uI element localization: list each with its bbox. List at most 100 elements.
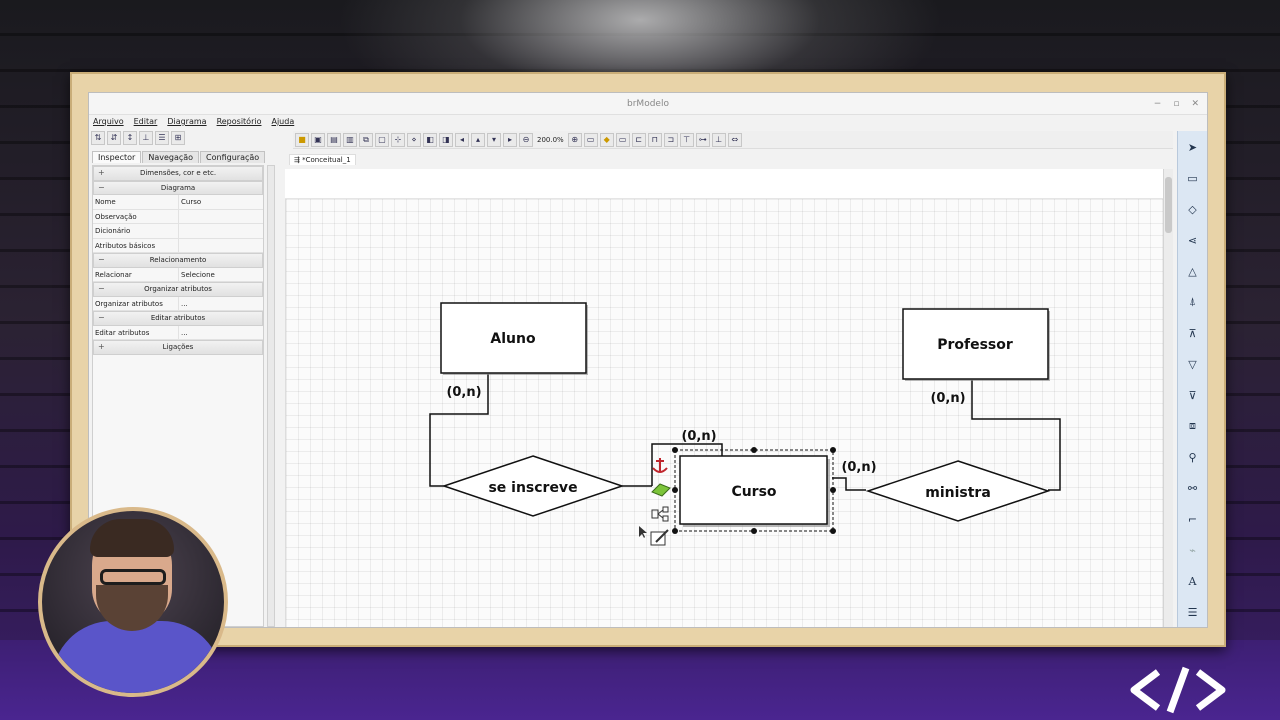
canvas-vertical-scrollbar[interactable] <box>1163 169 1173 627</box>
specialization-partial-icon[interactable]: ⊼ <box>1188 326 1197 340</box>
attribute-icon[interactable]: ⚲ <box>1188 450 1197 464</box>
zoom-in-icon[interactable]: ⊕ <box>567 132 582 147</box>
print-icon[interactable]: ▥ <box>343 132 357 147</box>
property-value[interactable]: ... <box>181 299 188 308</box>
inspector-property-row[interactable]: Atributos básicos <box>93 238 263 253</box>
diagram-canvas[interactable] <box>285 199 1163 627</box>
send-back-icon[interactable]: ◨ <box>439 132 453 147</box>
associative-entity-icon[interactable]: ⧈ <box>1189 419 1196 432</box>
self-relationship-icon[interactable]: ⋖ <box>1187 233 1198 247</box>
pin-icon[interactable]: ⊥ <box>139 131 153 145</box>
format-2-icon[interactable]: ▭ <box>615 132 630 147</box>
relationship-se-inscreve[interactable]: se inscreve <box>441 455 625 517</box>
collapse-icon[interactable]: − <box>98 255 105 264</box>
menu-arquivo[interactable]: Arquivo <box>93 117 124 126</box>
specialization-exclusive-icon[interactable]: ⍋ <box>1189 295 1196 308</box>
inspector-section[interactable]: −Diagrama <box>93 180 263 195</box>
tab-inspector[interactable]: Inspector <box>92 151 142 163</box>
expand-all-icon[interactable]: ⇅ <box>91 131 105 145</box>
entity-aluno[interactable]: Aluno <box>440 302 588 375</box>
entity-professor[interactable]: Professor <box>902 308 1050 381</box>
entity-icon[interactable]: ▭ <box>1187 171 1198 185</box>
minimize-button[interactable]: − <box>1153 99 1162 109</box>
relationship-ministra[interactable]: ministra <box>865 460 1051 522</box>
copy-icon[interactable]: ⧉ <box>359 132 373 147</box>
last-icon[interactable]: ▸ <box>503 132 517 147</box>
property-value[interactable] <box>179 239 263 253</box>
align-top-icon[interactable]: ⊤ <box>679 132 694 147</box>
inspector-section[interactable]: −Editar atributos <box>93 311 263 326</box>
paste-icon[interactable]: ▢ <box>375 132 389 147</box>
collapse-icon[interactable]: − <box>98 182 105 192</box>
align-bottom-icon[interactable]: ⊥ <box>711 132 726 147</box>
zoom-fit-icon[interactable]: ▭ <box>583 132 598 147</box>
relationship-ministra-label: ministra <box>925 485 991 501</box>
align-left-icon[interactable]: ⊏ <box>631 132 646 147</box>
tab-navegacao[interactable]: Navegação <box>142 151 200 163</box>
save-as-icon[interactable]: ▤ <box>327 132 341 147</box>
cardinality-aluno[interactable]: (0,n) <box>446 385 481 400</box>
inspector-property-row[interactable]: Observação <box>93 209 263 224</box>
tree-icon[interactable]: ☰ <box>155 131 169 145</box>
first-icon[interactable]: ◂ <box>455 132 469 147</box>
align-middle-icon[interactable]: ⊶ <box>695 132 710 147</box>
inspector-section[interactable]: +Dimensões, cor e etc. <box>93 166 263 181</box>
collapse-all-icon[interactable]: ⇵ <box>107 131 121 145</box>
composite-attribute-icon[interactable]: ⚯ <box>1187 481 1198 495</box>
inspector-property-row[interactable]: Organizar atributos... <box>93 296 263 311</box>
cardinality-curso-top[interactable]: (0,n) <box>681 429 716 444</box>
property-value[interactable]: ... <box>181 328 188 337</box>
align-right-icon[interactable]: ⊐ <box>663 132 678 147</box>
text-icon[interactable]: A <box>1188 574 1197 588</box>
entity-curso[interactable]: Curso <box>679 455 830 527</box>
menu-ajuda[interactable]: Ajuda <box>271 117 295 126</box>
menu-editar[interactable]: Editar <box>133 117 158 126</box>
inspector-property-row[interactable]: Dicionário <box>93 224 263 239</box>
list-icon[interactable]: ☰ <box>1187 605 1198 619</box>
down-icon[interactable]: ▾ <box>487 132 501 147</box>
property-value[interactable] <box>179 224 263 238</box>
inspector-section[interactable]: +Ligações <box>93 340 263 355</box>
union-icon[interactable]: ▽ <box>1188 357 1197 371</box>
format-icon[interactable]: ◆ <box>599 132 614 147</box>
align-center-icon[interactable]: ⊓ <box>647 132 662 147</box>
tab-configuracao[interactable]: Configuração <box>200 151 266 163</box>
save-icon[interactable]: ▣ <box>311 132 325 147</box>
distribute-icon[interactable]: ⋄ <box>407 132 421 147</box>
menu-repositorio[interactable]: Repositório <box>216 117 262 126</box>
cardinality-professor[interactable]: (0,n) <box>930 391 965 406</box>
grid-icon[interactable]: ⊞ <box>171 131 185 145</box>
pointer-icon[interactable]: ➤ <box>1187 140 1198 154</box>
property-value[interactable]: Selecione <box>181 270 215 279</box>
inspector-section[interactable]: −Relacionamento <box>93 253 263 268</box>
maximize-button[interactable]: ▫ <box>1173 99 1180 109</box>
link-faded-icon[interactable]: ⌁ <box>1189 543 1196 557</box>
sort-icon[interactable]: ↕ <box>123 131 137 145</box>
inspector-property-row[interactable]: Editar atributos... <box>93 325 263 340</box>
union-partial-icon[interactable]: ⊽ <box>1188 388 1197 402</box>
relationship-icon[interactable]: ◇ <box>1188 202 1197 216</box>
link-icon[interactable]: ⌐ <box>1187 512 1198 526</box>
inspector-section[interactable]: −Organizar atributos <box>93 282 263 297</box>
zoom-out-icon[interactable]: ⊖ <box>519 132 533 147</box>
collapse-icon[interactable]: − <box>98 313 105 322</box>
new-icon[interactable]: ■ <box>295 132 309 147</box>
scroll-thumb[interactable] <box>1165 177 1172 233</box>
property-value[interactable]: Curso <box>181 198 202 206</box>
close-button[interactable]: ✕ <box>1191 99 1199 109</box>
align-icon[interactable]: ⊹ <box>391 132 405 147</box>
expand-icon[interactable]: + <box>98 168 105 177</box>
property-value[interactable] <box>179 210 263 224</box>
document-tab[interactable]: ⇶ *Conceitual_1 <box>289 154 356 165</box>
expand-icon[interactable]: + <box>98 342 105 351</box>
bring-front-icon[interactable]: ◧ <box>423 132 437 147</box>
specialization-icon[interactable]: △ <box>1188 264 1197 278</box>
cardinality-curso-right[interactable]: (0,n) <box>841 460 876 475</box>
up-icon[interactable]: ▴ <box>471 132 485 147</box>
menu-diagrama[interactable]: Diagrama <box>167 117 207 126</box>
same-width-icon[interactable]: ⇔ <box>727 132 742 147</box>
collapse-icon[interactable]: − <box>98 284 105 293</box>
inspector-scrollbar[interactable] <box>267 165 275 627</box>
